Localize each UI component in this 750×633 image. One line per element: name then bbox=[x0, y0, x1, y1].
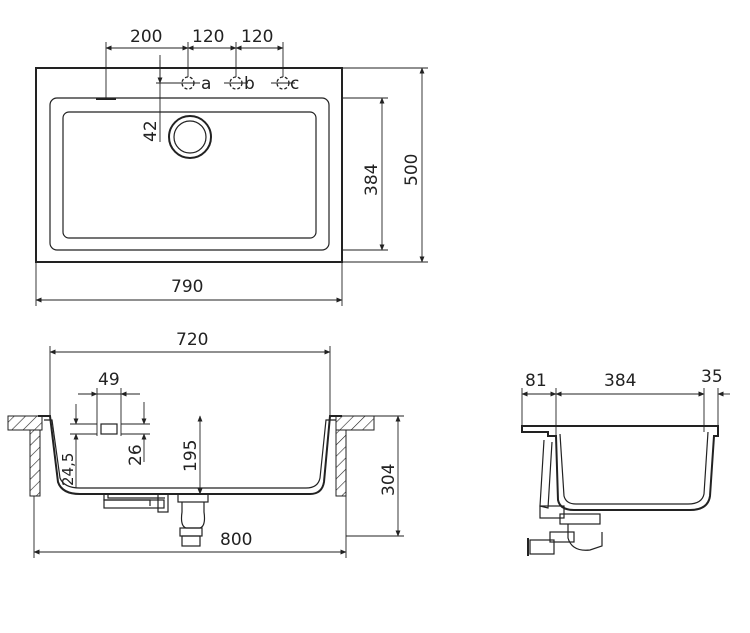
sink-outline bbox=[35, 67, 343, 263]
side-sink-body bbox=[521, 425, 719, 511]
dim-total-depth: 500 bbox=[402, 154, 422, 186]
bowl-inner bbox=[62, 111, 317, 239]
waste-connector bbox=[103, 499, 165, 509]
dim-edge-offset: 42 bbox=[141, 120, 161, 142]
dim-overflow-width: 49 bbox=[98, 370, 120, 390]
dim-hole-offset: 200 bbox=[130, 27, 162, 47]
drain-body bbox=[180, 502, 206, 529]
dim-overflow-height: 26 bbox=[126, 444, 146, 466]
trap-pipe bbox=[181, 535, 201, 547]
overflow-box bbox=[100, 423, 118, 435]
worktop-left bbox=[7, 415, 43, 431]
hole-label-a: a bbox=[201, 74, 211, 94]
dim-bowl-height: 195 bbox=[181, 440, 201, 472]
hole-label-b: b bbox=[244, 74, 255, 94]
dim-front-rim: 35 bbox=[701, 367, 723, 387]
top-view: a b c 200 120 120 42 384 500 790 bbox=[35, 27, 428, 306]
trap-nut bbox=[179, 527, 203, 537]
drain-inner bbox=[173, 120, 207, 154]
bowl-outer bbox=[49, 97, 330, 251]
side-trap-nut bbox=[549, 531, 575, 543]
dim-rim-offset: 24,5 bbox=[59, 453, 77, 486]
sink-wall bbox=[44, 419, 336, 489]
dim-total-width: 790 bbox=[171, 277, 203, 297]
side-drain bbox=[559, 513, 601, 525]
side-view: 81 384 35 bbox=[521, 367, 730, 556]
dim-rear-offset: 81 bbox=[525, 371, 547, 391]
side-trap bbox=[567, 524, 603, 551]
drain-flange bbox=[177, 493, 209, 503]
cabinet-left bbox=[29, 429, 41, 497]
front-view: 720 49 26 24,5 195 304 800 bbox=[7, 330, 404, 558]
side-outlet bbox=[529, 539, 555, 555]
side-sink-wall bbox=[559, 431, 709, 505]
worktop-right bbox=[335, 415, 375, 431]
dim-side-bowl-depth: 384 bbox=[604, 371, 636, 391]
side-waste-nut bbox=[539, 505, 565, 519]
dim-cabinet-width: 800 bbox=[220, 530, 252, 550]
hole-label-c: c bbox=[290, 74, 299, 94]
side-overflow-pipe bbox=[539, 439, 553, 509]
dim-bowl-depth: 384 bbox=[362, 164, 382, 196]
dim-hole-spacing-1: 120 bbox=[192, 27, 224, 47]
drain-outer bbox=[168, 115, 212, 159]
dim-total-height: 304 bbox=[379, 464, 399, 496]
cabinet-right bbox=[335, 429, 347, 497]
dim-bowl-width: 720 bbox=[176, 330, 208, 350]
dim-hole-spacing-2: 120 bbox=[241, 27, 273, 47]
waste-nut bbox=[157, 493, 169, 513]
